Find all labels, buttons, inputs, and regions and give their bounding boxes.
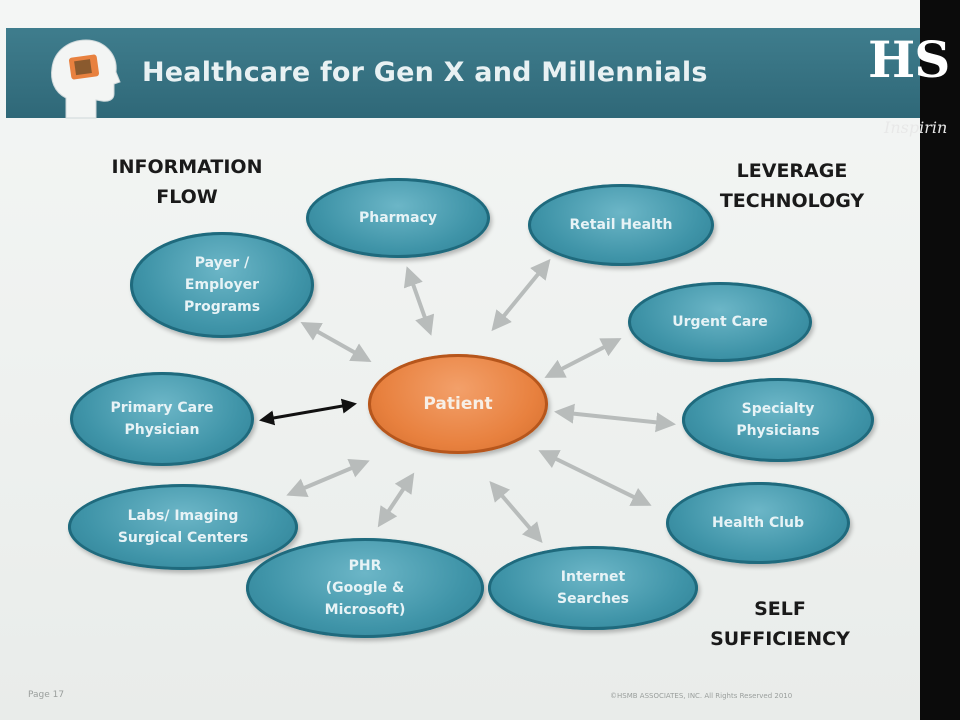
label-self-sufficiency: SELF SUFFICIENCY xyxy=(710,598,850,650)
arrow-urgent-care xyxy=(544,338,622,378)
arrow-primary-care xyxy=(259,398,357,426)
node-retail-health: Retail Health xyxy=(528,184,714,266)
label-leverage-technology: LEVERAGE TECHNOLOGY xyxy=(719,160,865,212)
arrow-payer xyxy=(300,322,372,362)
node-health-club: Health Club xyxy=(666,482,850,564)
arrow-phr xyxy=(377,472,415,528)
node-specialty-physicians: Specialty Physicians xyxy=(682,378,874,462)
slide-title: Healthcare for Gen X and Millennials xyxy=(142,57,708,88)
connector-arrows xyxy=(259,258,676,544)
video-side-strip xyxy=(920,0,960,720)
slide: Healthcare for Gen X and Millennials xyxy=(0,0,920,720)
copyright-footer: ©HSMB ASSOCIATES, INC. All Rights Reserv… xyxy=(610,692,793,700)
label-information-flow: INFORMATION FLOW xyxy=(111,156,263,208)
node-patient: Patient xyxy=(368,354,548,454)
node-labs-imaging: Labs/ Imaging Surgical Centers xyxy=(68,484,298,570)
arrow-specialty xyxy=(554,403,676,433)
title-bar xyxy=(6,28,920,118)
arrow-health-club xyxy=(538,450,652,506)
node-payer-employer: Payer / Employer Programs xyxy=(130,232,314,338)
node-internet-searches: Internet Searches xyxy=(488,546,698,630)
arrow-pharmacy xyxy=(403,266,435,336)
node-phr: PHR (Google & Microsoft) xyxy=(246,538,484,638)
node-urgent-care: Urgent Care xyxy=(628,282,812,362)
head-silhouette-icon xyxy=(44,36,124,124)
arrow-internet xyxy=(489,480,543,544)
hs-logo: HS xyxy=(868,30,950,89)
arrow-labs xyxy=(286,458,370,498)
arrow-retail-health xyxy=(491,258,551,332)
node-primary-care: Primary Care Physician xyxy=(70,372,254,466)
logo-tagline: Inspirin xyxy=(884,118,948,137)
page-number: Page 17 xyxy=(28,690,65,700)
node-pharmacy: Pharmacy xyxy=(306,178,490,258)
